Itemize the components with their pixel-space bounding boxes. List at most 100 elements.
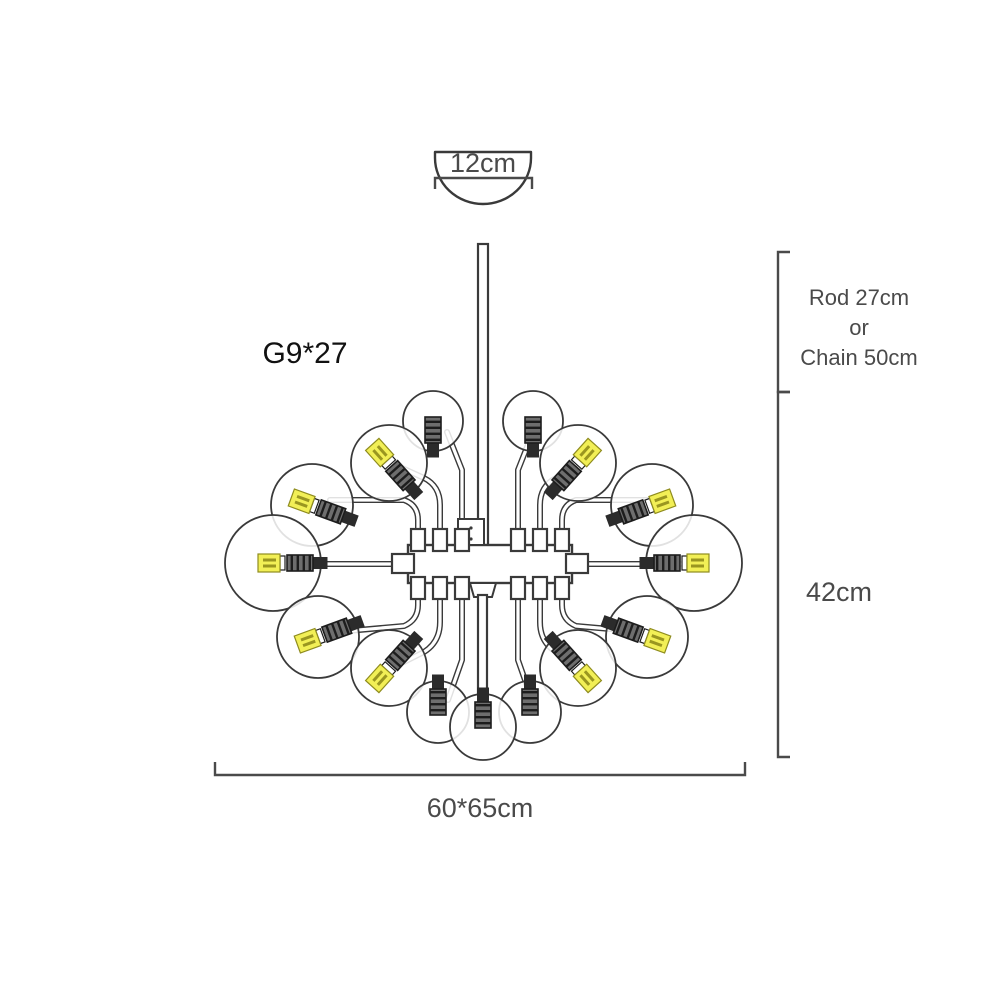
bulb-upper-right-1-filament-wire-bottom [583,449,595,461]
bulb-lower-right-1-filament-wire-bottom [579,674,591,686]
bulb-right-center-socket-ridge-4 [674,555,677,571]
bulb-top-inner-right-socket-ridge-1 [525,438,541,441]
bulb-bottom-center-socket-ridge-2 [475,710,491,713]
bulb-bottom-center [449,687,517,761]
bulb-top-inner-left-socket-assembly [424,416,442,458]
hub-connector-top-6 [553,527,571,553]
hub-connector-bottom-1 [409,575,427,601]
drop-option-line2: or [849,315,869,340]
bulb-bottom-center-socket-ridge-1 [475,704,491,707]
bulb-upper-right-1-socket-ridge-2 [557,472,571,485]
bulb-lower-right-2-socket-ridge-4 [632,625,640,641]
bulb-bottom-inner-right-socket-ridge-1 [522,691,538,694]
arm-lower-right-2-inner [560,581,646,634]
bulb-upper-left-1-filament-wire-top [372,449,384,461]
bulb-left-center-socket-ridge-3 [296,555,299,571]
hub-connector-bottom-3 [453,575,471,601]
hub-connector-top-2 [431,527,449,553]
bulb-lower-right-2 [600,595,689,679]
hub-connector-right [564,552,590,575]
hub-connector-bottom-2 [431,575,449,601]
bulb-lower-right-2-socket-assembly [600,615,672,654]
bulb-lower-left-2-socket-ridge-3 [330,622,339,639]
bulb-left-center [224,514,328,612]
bulb-upper-right-1-socket-assembly [543,437,603,501]
bulb-upper-left-1-socket-ridge-2 [396,472,410,485]
bulb-bottom-inner-left-socket-assembly [429,674,447,716]
bulb-top-inner-right-socket-ridge-2 [525,432,541,435]
canopy-width-label: 12cm [450,148,516,178]
bulb-right-center-filament-wire-top [691,558,704,562]
bulb-right-center-socket-ridge-2 [662,555,665,571]
bulb-upper-left-2-socket-ridge-2 [330,505,339,522]
bulb-right-center-filament-capsule [686,553,710,573]
bulb-upper-left-1-socket-assembly [364,437,424,501]
bulb-upper-left-2-filament-capsule [287,488,316,515]
hub-connector-top-4 [509,527,527,553]
bulb-bottom-center-socket-ridge-3 [475,716,491,719]
overall-width-label: 60*65cm [427,793,534,823]
bulb-upper-right-1-filament-capsule [572,437,603,468]
bulb-lower-right-2-socket-ridge-3 [626,622,635,639]
bulb-right-center [639,514,743,612]
bulb-upper-left-2-socket-ridge-1 [336,507,344,524]
bulb-left-center-socket-ridge-1 [308,555,311,571]
bulb-upper-right-2-socket-ridge-3 [631,503,640,520]
suspension-rod [476,242,490,551]
bulb-lower-right-1 [539,629,617,707]
bulb-upper-left-1-socket-ridge-3 [392,467,406,481]
bulb-lower-left-2-socket-ridge-4 [325,625,333,641]
bulb-upper-right-1 [539,424,617,502]
hub-connector-top-1 [409,527,427,553]
bulb-lower-left-2-filament-capsule [293,627,322,654]
hub-connector-bottom-5 [531,575,549,601]
bulb-top-inner-left [402,390,464,458]
hub-connector-top-3 [453,527,471,553]
bulb-bottom-inner-right-socket-assembly [521,674,539,716]
bulb-right-center-socket-ridge-3 [668,555,671,571]
bulb-bottom-inner-left-socket-ridge-2 [430,697,446,700]
bulb-lower-left-2-socket-ridge-2 [336,620,345,637]
canopy-width-bracket [433,176,534,189]
bulb-bottom-inner-right-socket-ridge-4 [522,709,538,712]
bulb-upper-left-1 [350,424,428,502]
hub-connector-bottom-4 [509,575,527,601]
bulb-upper-right-1-socket-ridge-3 [561,467,575,481]
bulb-bottom-inner-left-socket-ridge-4 [430,709,446,712]
bulb-right-center-filament-wire-bottom [691,564,704,568]
bulb-left-center-socket-assembly [257,553,328,573]
bulb-bottom-inner-right-socket-ridge-3 [522,703,538,706]
bulb-bottom-center-socket-ridge-4 [475,722,491,725]
bulb-top-inner-right-socket-ridge-3 [525,426,541,429]
bulb-left-center-socket-ridge-4 [290,555,293,571]
bulb-lower-right-1-socket-ridge-4 [565,655,579,668]
drop-option-line1: Rod 27cm [809,285,909,310]
bulb-upper-left-1-filament-wire-bottom [376,445,388,457]
bulb-upper-right-2-socket-ridge-4 [637,501,645,517]
bulb-bottom-center-socket-body [474,701,492,729]
bulb-upper-right-2-socket-ridge-2 [625,505,634,522]
bulb-upper-right-1-socket-ridge-1 [553,476,567,490]
rod-height-bracket [776,250,790,394]
bulb-lower-right-2-filament-wire-top [651,634,665,642]
bulb-top-inner-right-socket-body [524,416,542,444]
bulb-upper-right-2-socket-assembly [605,488,677,527]
bulb-lower-left-2-filament-wire-bottom [300,634,314,642]
bulb-lower-right-1-filament-wire-top [583,670,595,682]
hub-rivet-lower [469,537,473,541]
bulb-lower-left-1-socket-ridge-2 [396,646,410,659]
hub-connector-bottom-6 [553,575,571,601]
bulb-top-inner-left-socket-ridge-3 [425,426,441,429]
bulb-upper-left-2-socket-ridge-3 [324,503,333,520]
bulb-lower-left-2-filament-wire-top [302,639,316,648]
bulb-upper-left-2-filament-wire-top [294,500,308,508]
bulb-spec-label: G9*27 [262,337,347,370]
bulb-right-center-filament-neck [681,555,688,571]
bulb-lower-right-1-socket-assembly [543,630,603,694]
bulb-left-center-filament-capsule [257,553,281,573]
arm-lower-left-2-inner [334,581,420,634]
fixture-hardware-group [390,150,590,727]
bulb-left-center-socket-body [286,554,314,572]
bulb-lower-left-2 [276,595,365,679]
bulb-top-inner-left-socket-body [424,416,442,444]
